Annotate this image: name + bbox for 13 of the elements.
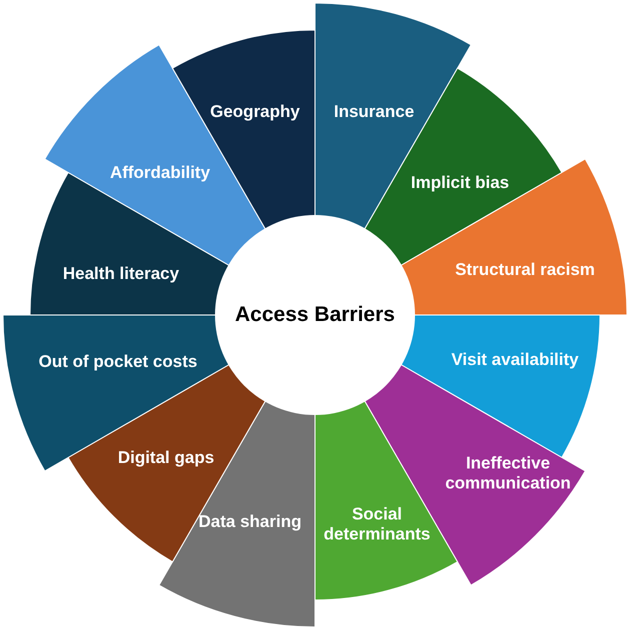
segment-label: Affordability [108, 162, 212, 184]
segment-label: Digital gaps [116, 448, 216, 468]
segment-label: Insurance [332, 102, 416, 122]
segment-label: Social determinants [322, 504, 432, 546]
segment-label: Ineffective communication [444, 454, 572, 494]
center-title: Access Barriers [235, 303, 395, 327]
segment-label: Data sharing [198, 512, 302, 532]
segment-label: Health literacy [62, 264, 180, 284]
segment-label: Implicit bias [410, 172, 510, 194]
segment-label: Visit availability [450, 350, 580, 370]
segment-label: Geography [209, 102, 301, 122]
segment-label: Out of pocket costs [38, 352, 198, 372]
segment-label: Structural racism [454, 260, 596, 280]
